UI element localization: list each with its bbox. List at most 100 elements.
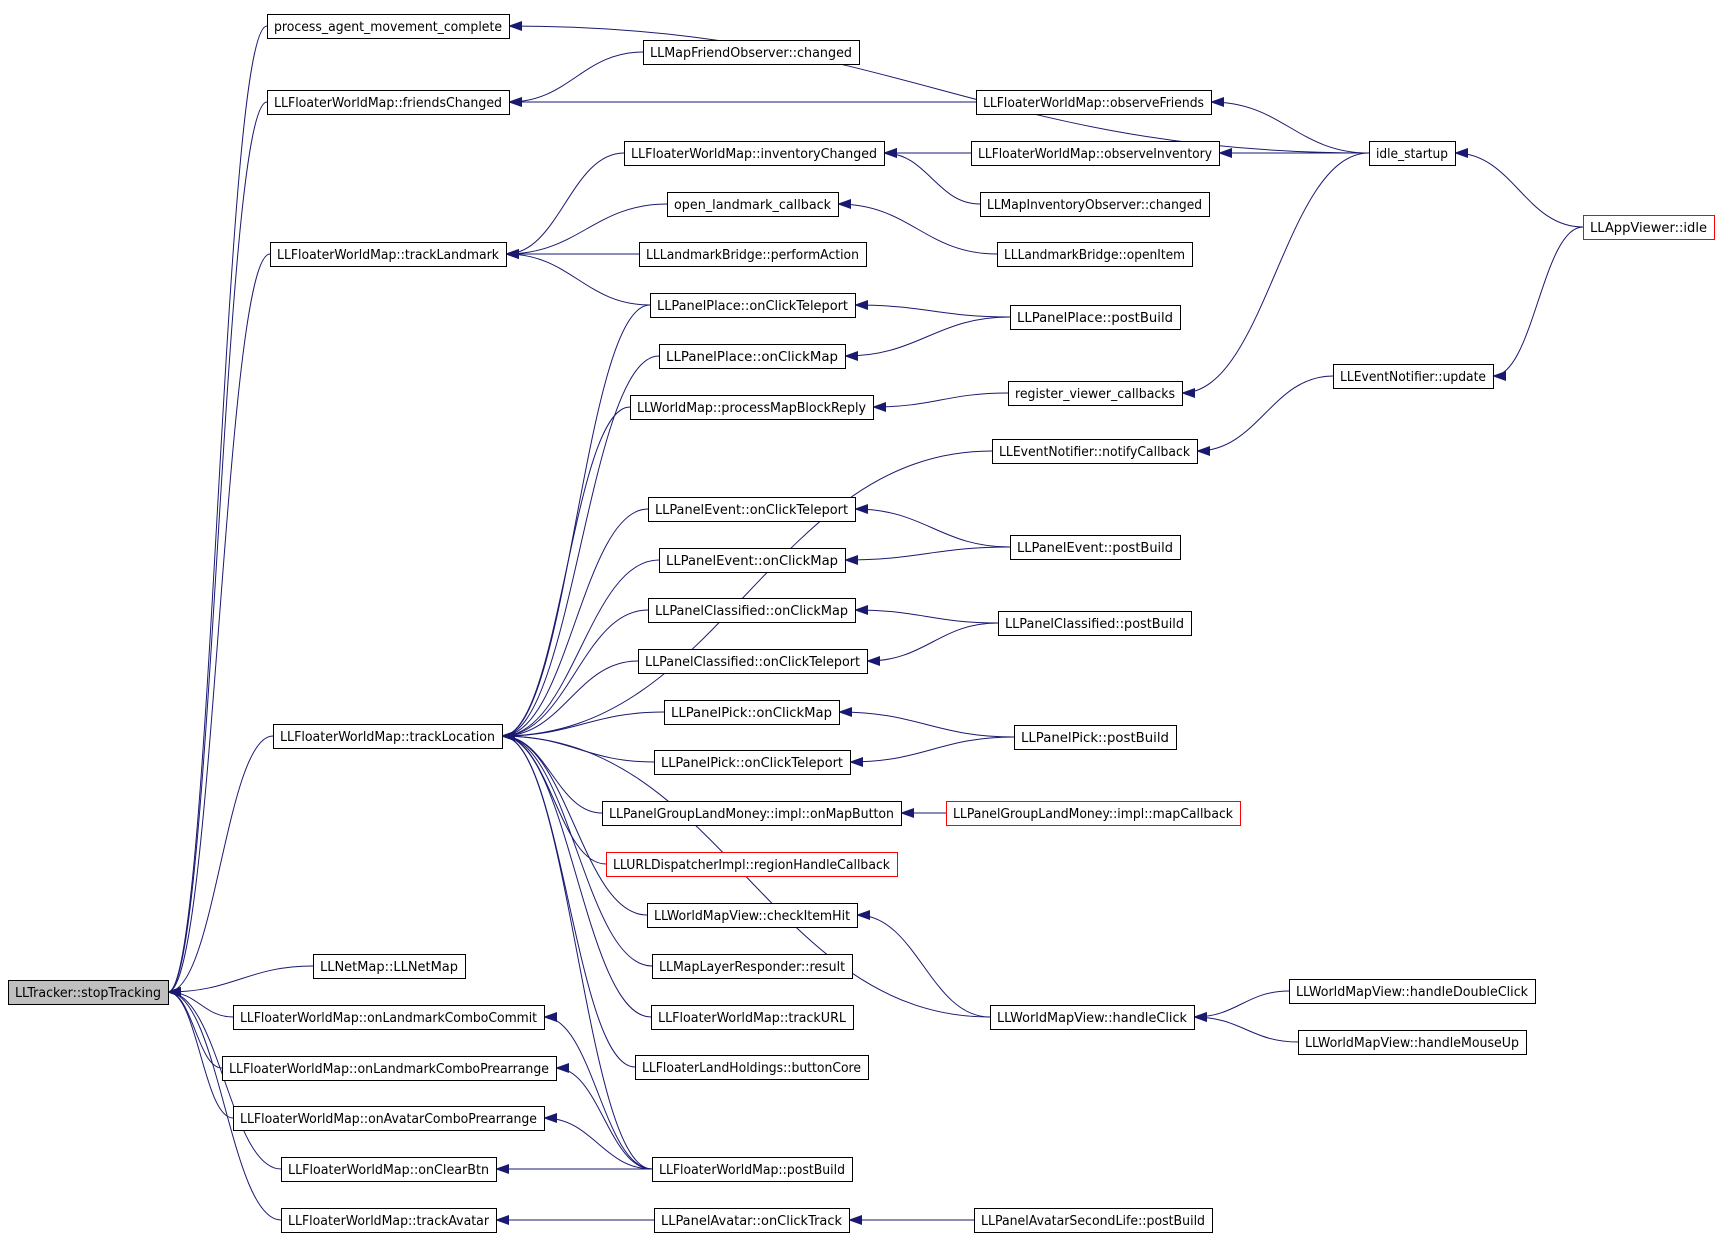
node-box (971, 141, 1220, 166)
edge-panelPickMap-to-trackLocation (501, 711, 665, 741)
edge-mapLayerResponder-to-trackLocation (501, 731, 653, 967)
node-panelClassifiedTeleport[interactable]: LLPanelClassified::onClickTeleport (638, 649, 868, 674)
node-observeFriends[interactable]: LLFloaterWorldMap::observeFriends (976, 90, 1212, 115)
node-label: LLFloaterWorldMap::postBuild (659, 1163, 845, 1178)
node-panelPlaceMap[interactable]: LLPanelPlace::onClickMap (659, 344, 846, 369)
node-box (273, 724, 503, 749)
node-box (1298, 1030, 1527, 1055)
node-panelAvatarSLPostBuild[interactable]: LLPanelAvatarSecondLife::postBuild (974, 1208, 1213, 1233)
node-handleMouseUp[interactable]: LLWorldMapView::handleMouseUp (1298, 1030, 1527, 1055)
node-fwmPostBuild[interactable]: LLFloaterWorldMap::postBuild (652, 1157, 853, 1182)
node-netMap[interactable]: LLNetMap::LLNetMap (313, 954, 466, 979)
node-registerViewerCb[interactable]: register_viewer_callbacks (1008, 381, 1183, 406)
node-label: LLWorldMapView::handleClick (997, 1011, 1187, 1026)
node-stopTracking[interactable]: LLTracker::stopTracking (8, 980, 169, 1005)
node-landHoldingsButton[interactable]: LLFloaterLandHoldings::buttonCore (635, 1055, 869, 1080)
edge-panelEventTeleport-to-trackLocation (501, 508, 649, 741)
node-appViewerIdle[interactable]: LLAppViewer::idle (1583, 215, 1715, 240)
node-label: LLFloaterWorldMap::trackLandmark (277, 248, 499, 263)
edge-trackURL-to-trackLocation (501, 731, 652, 1018)
node-worldMapViewHandleClick[interactable]: LLWorldMapView::handleClick (990, 1005, 1195, 1030)
node-onLandmarkComboCommit[interactable]: LLFloaterWorldMap::onLandmarkComboCommit (233, 1005, 545, 1030)
node-label: LLFloaterWorldMap::onLandmarkComboPrearr… (229, 1062, 549, 1077)
node-mapFriendObserver[interactable]: LLMapFriendObserver::changed (643, 40, 860, 65)
edge-handleDoubleClick-to-worldMapViewHandleClick (1193, 990, 1290, 1022)
node-panelEventMap[interactable]: LLPanelEvent::onClickMap (659, 548, 846, 573)
node-label: LLFloaterWorldMap::inventoryChanged (631, 147, 877, 162)
node-onAvatarComboPrearrange[interactable]: LLFloaterWorldMap::onAvatarComboPrearran… (233, 1106, 545, 1131)
node-processMapBlock[interactable]: LLWorldMap::processMapBlockReply (630, 395, 874, 420)
node-eventNotifierNotify[interactable]: LLEventNotifier::notifyCallback (992, 439, 1198, 464)
node-panelAvatarTrack[interactable]: LLPanelAvatar::onClickTrack (654, 1208, 850, 1233)
node-box (1289, 979, 1536, 1004)
node-label: LLNetMap::LLNetMap (320, 960, 458, 975)
node-friendsChanged[interactable]: LLFloaterWorldMap::friendsChanged (267, 90, 510, 115)
node-groupLandMoneyButton[interactable]: LLPanelGroupLandMoney::impl::onMapButton (602, 801, 902, 826)
node-label: LLPanelPick::onClickMap (671, 706, 832, 721)
node-box (638, 649, 868, 674)
edge-panelClassifiedTeleport-to-trackLocation (501, 660, 639, 741)
edge-checkItemHit-to-trackLocation (501, 731, 648, 916)
node-panelEventPostBuild[interactable]: LLPanelEvent::postBuild (1010, 535, 1181, 560)
node-panelPlaceTeleport[interactable]: LLPanelPlace::onClickTeleport (650, 293, 856, 318)
edge-appViewerIdle-to-eventNotifierUpdate (1492, 226, 1584, 381)
edge-panelPlaceTeleport-to-trackLandmark (505, 249, 651, 306)
node-box (222, 1056, 557, 1081)
node-label: LLTracker::stopTracking (15, 986, 161, 1001)
node-idleStartup[interactable]: idle_startup (1369, 141, 1456, 166)
node-mapLayerResponder[interactable]: LLMapLayerResponder::result (652, 954, 853, 979)
node-box (313, 954, 466, 979)
node-trackURL[interactable]: LLFloaterWorldMap::trackURL (651, 1005, 854, 1030)
node-box (997, 242, 1193, 267)
node-mapInventoryObserver[interactable]: LLMapInventoryObserver::changed (980, 192, 1210, 217)
node-panelPickMap[interactable]: LLPanelPick::onClickMap (664, 700, 840, 725)
node-panelPickTeleport[interactable]: LLPanelPick::onClickTeleport (654, 750, 851, 775)
edge-trackLandmark-to-stopTracking (167, 253, 271, 997)
node-box (639, 242, 867, 267)
node-trackLandmark[interactable]: LLFloaterWorldMap::trackLandmark (270, 242, 507, 267)
node-label: LLFloaterWorldMap::observeFriends (983, 96, 1204, 111)
edge-trackLocation-to-stopTracking (167, 735, 274, 997)
edge-onAvatarComboPrearrange-to-stopTracking (167, 987, 234, 1119)
node-openLandmarkCb[interactable]: open_landmark_callback (667, 192, 839, 217)
node-box (1010, 535, 1181, 560)
node-label: LLPanelAvatar::onClickTrack (661, 1214, 842, 1229)
node-panelClassifiedMap[interactable]: LLPanelClassified::onClickMap (648, 598, 856, 623)
node-box (992, 439, 1198, 464)
edge-panelClassifiedPostBuild-to-panelClassifiedMap (854, 605, 999, 624)
node-urlDispatcher[interactable]: LLURLDispatcherImpl::regionHandleCallbac… (606, 852, 898, 877)
node-box (602, 801, 902, 826)
node-label: LLFloaterWorldMap::trackAvatar (288, 1214, 490, 1229)
node-box (980, 192, 1210, 217)
node-landmarkBridgePerform[interactable]: LLLandmarkBridge::performAction (639, 242, 867, 267)
node-trackLocation[interactable]: LLFloaterWorldMap::trackLocation (273, 724, 503, 749)
edge-eventNotifierNotify-to-trackLocation (501, 450, 993, 741)
node-panelPlacePostBuild[interactable]: LLPanelPlace::postBuild (1010, 305, 1181, 330)
node-box (946, 801, 1241, 826)
node-onLandmarkComboPrearrange[interactable]: LLFloaterWorldMap::onLandmarkComboPrearr… (222, 1056, 557, 1081)
node-box (267, 90, 510, 115)
node-trackAvatar[interactable]: LLFloaterWorldMap::trackAvatar (281, 1208, 497, 1233)
node-panelClassifiedPostBuild[interactable]: LLPanelClassified::postBuild (998, 611, 1192, 636)
node-process_agent[interactable]: process_agent_movement_complete (267, 14, 510, 39)
node-groupLandMoneyCallback[interactable]: LLPanelGroupLandMoney::impl::mapCallback (946, 801, 1241, 826)
node-onClearBtn[interactable]: LLFloaterWorldMap::onClearBtn (281, 1157, 497, 1182)
node-box (659, 344, 846, 369)
node-handleDoubleClick[interactable]: LLWorldMapView::handleDoubleClick (1289, 979, 1536, 1004)
edge-idleStartup-to-process_agent (508, 21, 1370, 154)
node-inventoryChanged[interactable]: LLFloaterWorldMap::inventoryChanged (624, 141, 885, 166)
node-label: LLPanelPlace::postBuild (1017, 311, 1173, 326)
node-observeInventory[interactable]: LLFloaterWorldMap::observeInventory (971, 141, 1220, 166)
node-checkItemHit[interactable]: LLWorldMapView::checkItemHit (647, 903, 858, 928)
node-box (650, 293, 856, 318)
edge-panelPlacePostBuild-to-panelPlaceTeleport (854, 300, 1011, 318)
node-landmarkBridgeOpen[interactable]: LLLandmarkBridge::openItem (997, 242, 1193, 267)
node-label: LLFloaterWorldMap::trackLocation (280, 730, 495, 745)
node-panelPickPostBuild[interactable]: LLPanelPick::postBuild (1014, 725, 1177, 750)
edge-idleStartup-to-observeFriends (1210, 97, 1370, 154)
edge-fwmPostBuild-to-onAvatarComboPrearrange (543, 1113, 653, 1170)
node-box (233, 1005, 545, 1030)
node-eventNotifierUpdate[interactable]: LLEventNotifier::update (1333, 364, 1494, 389)
edge-processMapBlock-to-trackLocation (501, 406, 631, 741)
node-panelEventTeleport[interactable]: LLPanelEvent::onClickTeleport (648, 497, 856, 522)
